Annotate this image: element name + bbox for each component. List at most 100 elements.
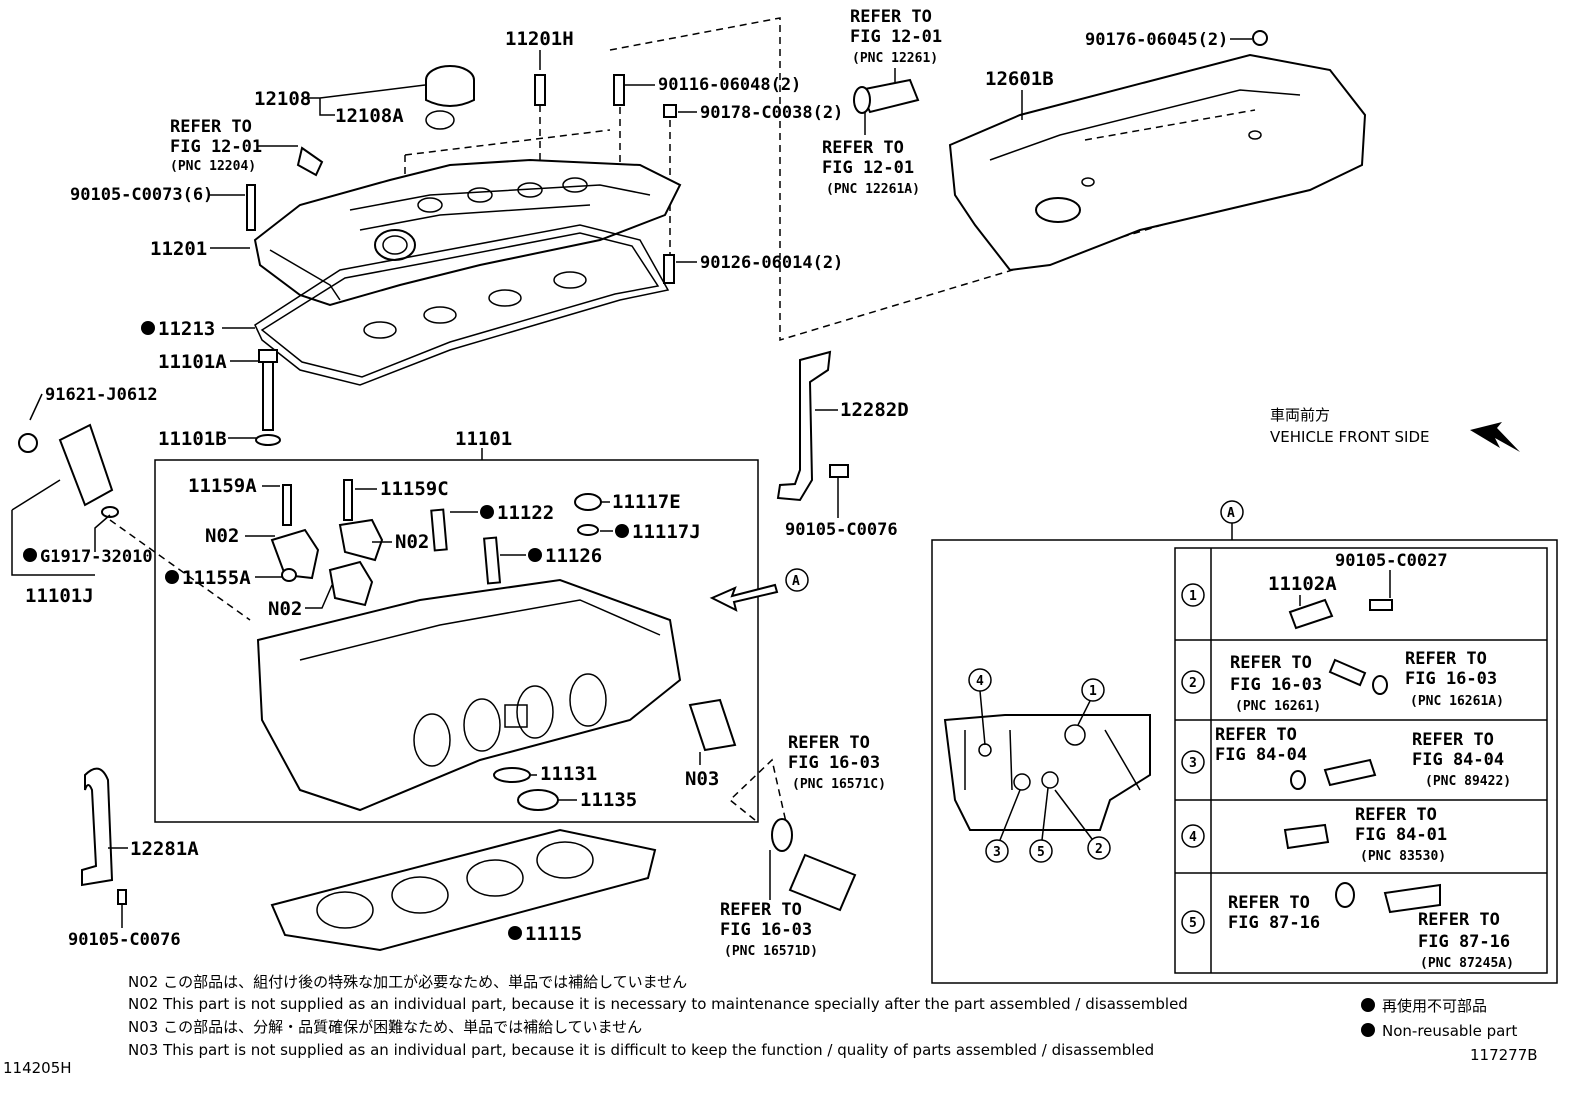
ref-16571D-line1: REFER TO [720, 900, 802, 920]
head-gasket [270, 828, 657, 952]
detail-row-2-line3: (PNC 16261) [1235, 699, 1321, 714]
valve-cover [253, 158, 682, 307]
detail-row-4-line1: REFER TO [1355, 805, 1437, 825]
detail-row-5-line4: FIG 87-16 [1418, 932, 1510, 952]
label-11115: 11115 [525, 923, 582, 945]
block-callout-3: 3 [993, 845, 1001, 860]
label-11155A: 11155A [182, 567, 251, 589]
label-11201H: 11201H [505, 28, 574, 50]
label-12601B: 12601B [985, 68, 1054, 90]
cylinder-head-box [154, 459, 759, 823]
block-callout-5: 5 [1037, 845, 1045, 860]
label-11117J: 11117J [632, 521, 701, 543]
label-11101A: 11101A [158, 351, 227, 373]
detail-row-2-line6: (PNC 16261A) [1410, 694, 1504, 709]
label-11131: 11131 [540, 763, 597, 785]
ref-12261A-line3: (PNC 12261A) [826, 182, 920, 197]
block-callout-1: 1 [1089, 684, 1097, 699]
notes: N02 この部品は、組付け後の特殊な加工が必要なため、単品では補給していません … [128, 973, 1188, 1059]
label-N02-1: N02 [205, 525, 239, 547]
detail-row-3-line5: (PNC 89422) [1425, 774, 1511, 789]
valve-cover-gasket [254, 224, 670, 386]
hook-12282D [776, 350, 832, 502]
label-11159C: 11159C [380, 478, 449, 500]
label-90105-C0076-b: 90105-C0076 [785, 520, 898, 540]
cam-sensor [296, 146, 324, 177]
ref-12204-line3: (PNC 12204) [170, 159, 256, 174]
label-11126: 11126 [545, 545, 602, 567]
detail-row-5-line5: (PNC 87245A) [1420, 956, 1514, 971]
front-label-en: VEHICLE FRONT SIDE [1270, 428, 1430, 446]
detail-row-5-num: 5 [1189, 916, 1197, 931]
block-callout-4: 4 [976, 674, 984, 689]
detail-row-3-line4: FIG 84-04 [1412, 750, 1504, 770]
label-11201: 11201 [150, 238, 207, 260]
label-12281A: 12281A [130, 838, 199, 860]
label-11101J: 11101J [25, 585, 94, 607]
label-90105-C0076-a: 90105-C0076 [68, 930, 181, 950]
detail-row-2-line1: REFER TO [1230, 653, 1312, 673]
label-12282D: 12282D [840, 399, 909, 421]
label-91621: 91621-J0612 [45, 385, 158, 405]
label-11213: 11213 [158, 318, 215, 340]
label-90176: 90176-06045(2) [1085, 30, 1228, 50]
part-labels: 11201H 90116-06048(2) 90178-C0038(2) 121… [11, 7, 1430, 959]
detail-row-5-line3: REFER TO [1418, 910, 1500, 930]
block-callout-2: 2 [1095, 842, 1103, 857]
detail-row-2-num: 2 [1189, 676, 1197, 691]
detail-row-5-line1: REFER TO [1228, 893, 1310, 913]
detail-row-5-line2: FIG 87-16 [1228, 913, 1320, 933]
ref-12204-line1: REFER TO [170, 117, 252, 137]
ref-16571D-line3: (PNC 16571D) [724, 944, 818, 959]
label-90116: 90116-06048(2) [658, 75, 801, 95]
label-12108: 12108 [254, 88, 311, 110]
detail-row-2-line4: REFER TO [1405, 649, 1487, 669]
detail-row-4-line3: (PNC 83530) [1360, 849, 1446, 864]
ref-12261-line3: (PNC 12261) [852, 51, 938, 66]
label-90105-C0073: 90105-C0073(6) [70, 185, 213, 205]
label-11101: 11101 [455, 428, 512, 450]
label-90126: 90126-06014(2) [700, 253, 843, 273]
detail-row-2-line5: FIG 16-03 [1405, 669, 1497, 689]
engine-cover [948, 30, 1367, 272]
label-11159A: 11159A [188, 475, 257, 497]
detail-row-2-line2: FIG 16-03 [1230, 675, 1322, 695]
ref-12261A-line2: FIG 12-01 [822, 158, 914, 178]
ref-12261A-line1: REFER TO [822, 138, 904, 158]
ref-16571C-line2: FIG 16-03 [788, 753, 880, 773]
ref-16571C-line3: (PNC 16571C) [792, 777, 886, 792]
ref-16571D-line2: FIG 16-03 [720, 920, 812, 940]
label-11117E: 11117E [612, 491, 681, 513]
detail-row-1-bolt: 90105-C0027 [1335, 551, 1448, 571]
legend: 再使用不可部品 Non-reusable part [1361, 997, 1517, 1040]
label-12108A: 12108A [335, 105, 404, 127]
ref-12261-line1: REFER TO [850, 7, 932, 27]
legend-en: Non-reusable part [1382, 1022, 1517, 1040]
label-N02-3: N02 [268, 598, 302, 620]
valve-cover-group [246, 17, 1246, 446]
ref-12204-line2: FIG 12-01 [170, 137, 262, 157]
ocv-group [18, 423, 251, 621]
detail-row-3-num: 3 [1189, 756, 1197, 771]
label-90178: 90178-C0038(2) [700, 103, 843, 123]
figure-code-left: 114205H [3, 1059, 72, 1077]
label-N02-2: N02 [395, 531, 429, 553]
hook-12281A [81, 767, 114, 887]
detail-row-3-line1: REFER TO [1215, 725, 1297, 745]
label-11122: 11122 [497, 502, 554, 524]
detail-row-1-num: 1 [1189, 589, 1197, 604]
ref-12261-line2: FIG 12-01 [850, 27, 942, 47]
cylinder-head [256, 479, 737, 812]
label-11135: 11135 [580, 789, 637, 811]
note-n03-jp: N03 この部品は、分解・品質確保が困難なため、単品では補給していません [128, 1018, 642, 1036]
detail-row-3-line3: REFER TO [1412, 730, 1494, 750]
ref-16571C-line1: REFER TO [788, 733, 870, 753]
figure-code-right: 117277B [1470, 1046, 1538, 1064]
detail-a-title: A [1227, 506, 1235, 521]
front-label-jp: 車両前方 [1270, 406, 1330, 424]
detail-row-1-part: 11102A [1268, 573, 1337, 595]
legend-jp: 再使用不可部品 [1382, 997, 1487, 1015]
detail-a: A 1 2 3 4 5 11102A 90105-C0027 REFER TO … [931, 500, 1558, 984]
note-n02-en: N02 This part is not supplied as an indi… [128, 995, 1188, 1013]
